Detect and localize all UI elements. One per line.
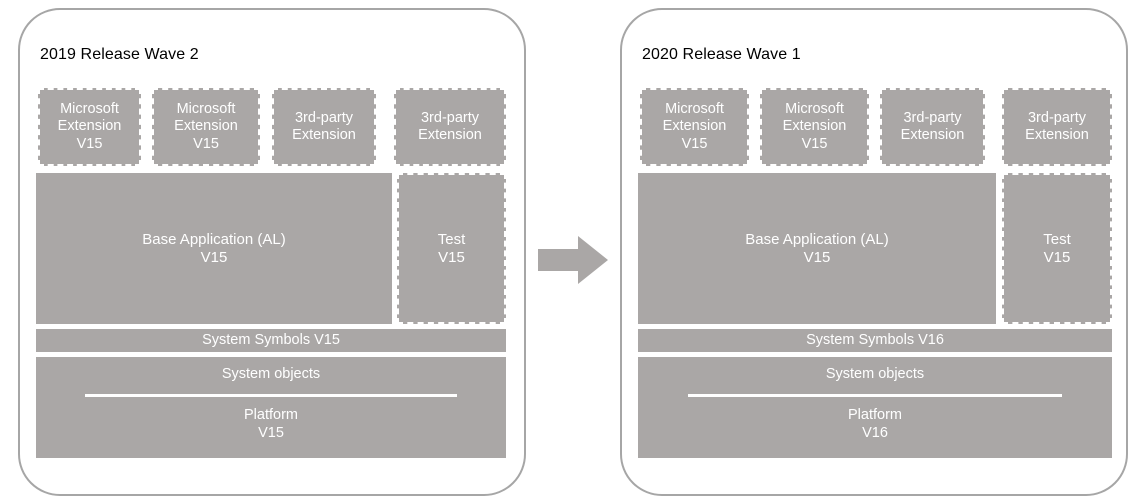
- extension-box-third-party-1-right: 3rd-party Extension: [880, 88, 985, 166]
- extension-box-microsoft-2-left: Microsoft Extension V15: [152, 88, 260, 166]
- extension-box-microsoft-1-left: Microsoft Extension V15: [38, 88, 141, 166]
- panel-title-right: 2020 Release Wave 1: [642, 46, 801, 63]
- extension-line-2: Extension: [292, 127, 356, 143]
- base-application-line-2: V15: [200, 248, 228, 266]
- extension-box-microsoft-1-right: Microsoft Extension V15: [640, 88, 749, 166]
- base-application-block-right: Base Application (AL) V15: [638, 173, 996, 324]
- base-application-line-1: Base Application (AL): [745, 230, 889, 248]
- extension-line-1: Microsoft: [60, 101, 119, 118]
- test-line-1: Test: [1043, 230, 1071, 248]
- base-application-block-left: Base Application (AL) V15: [36, 173, 392, 324]
- extension-line-3: V15: [681, 135, 708, 152]
- system-objects-divider: [687, 394, 1063, 398]
- test-line-1: Test: [437, 230, 466, 248]
- extension-line-3: V15: [801, 135, 828, 152]
- base-application-line-2: V15: [803, 248, 831, 266]
- extension-line-1: 3rd-party: [903, 109, 962, 126]
- system-objects-label: System objects: [221, 366, 321, 382]
- platform-line-1: Platform: [848, 407, 902, 424]
- extension-line-2: Extension: [782, 118, 847, 135]
- extension-line-2: Extension: [174, 118, 238, 135]
- system-symbols-band-left: System Symbols V15: [36, 329, 506, 352]
- system-symbols-label: System Symbols V16: [806, 331, 944, 348]
- extension-line-3: V15: [193, 135, 219, 152]
- extension-box-third-party-2-left: 3rd-party Extension: [394, 88, 506, 166]
- system-objects-block-right: System objects Platform V16: [638, 357, 1112, 458]
- platform-line-2: V16: [862, 425, 888, 442]
- platform-line-1: Platform: [244, 407, 298, 424]
- extension-line-2: Extension: [57, 118, 122, 135]
- system-objects-block-left: System objects Platform V15: [36, 357, 506, 458]
- panel-title-left: 2019 Release Wave 2: [40, 46, 199, 63]
- panel-2019-release-wave-2: 2019 Release Wave 2 Microsoft Extension …: [18, 8, 526, 496]
- platform-line-2: V15: [258, 425, 284, 442]
- extension-box-microsoft-2-right: Microsoft Extension V15: [760, 88, 869, 166]
- extension-line-1: 3rd-party: [294, 109, 354, 126]
- extension-line-1: 3rd-party: [420, 109, 480, 126]
- test-block-left: Test V15: [397, 173, 506, 324]
- system-objects-divider: [85, 394, 457, 398]
- extension-line-2: Extension: [1025, 127, 1089, 143]
- system-symbols-band-right: System Symbols V16: [638, 329, 1112, 352]
- extension-line-3: V15: [76, 135, 103, 152]
- extension-box-third-party-2-right: 3rd-party Extension: [1002, 88, 1112, 166]
- panel-2020-release-wave-1: 2020 Release Wave 1 Microsoft Extension …: [620, 8, 1128, 496]
- extension-line-1: Microsoft: [176, 101, 236, 118]
- extension-line-2: Extension: [418, 127, 482, 143]
- system-symbols-label: System Symbols V15: [202, 331, 340, 348]
- base-application-line-1: Base Application (AL): [142, 230, 286, 248]
- extension-line-2: Extension: [900, 127, 965, 143]
- extension-line-1: Microsoft: [785, 101, 844, 118]
- test-line-2: V15: [1043, 248, 1071, 266]
- extension-line-1: 3rd-party: [1027, 109, 1087, 126]
- extension-line-1: Microsoft: [665, 101, 724, 118]
- system-objects-label: System objects: [825, 366, 925, 382]
- right-arrow-icon: [538, 234, 608, 286]
- test-line-2: V15: [438, 248, 465, 266]
- extension-box-third-party-1-left: 3rd-party Extension: [272, 88, 376, 166]
- extension-line-2: Extension: [662, 118, 727, 135]
- test-block-right: Test V15: [1002, 173, 1112, 324]
